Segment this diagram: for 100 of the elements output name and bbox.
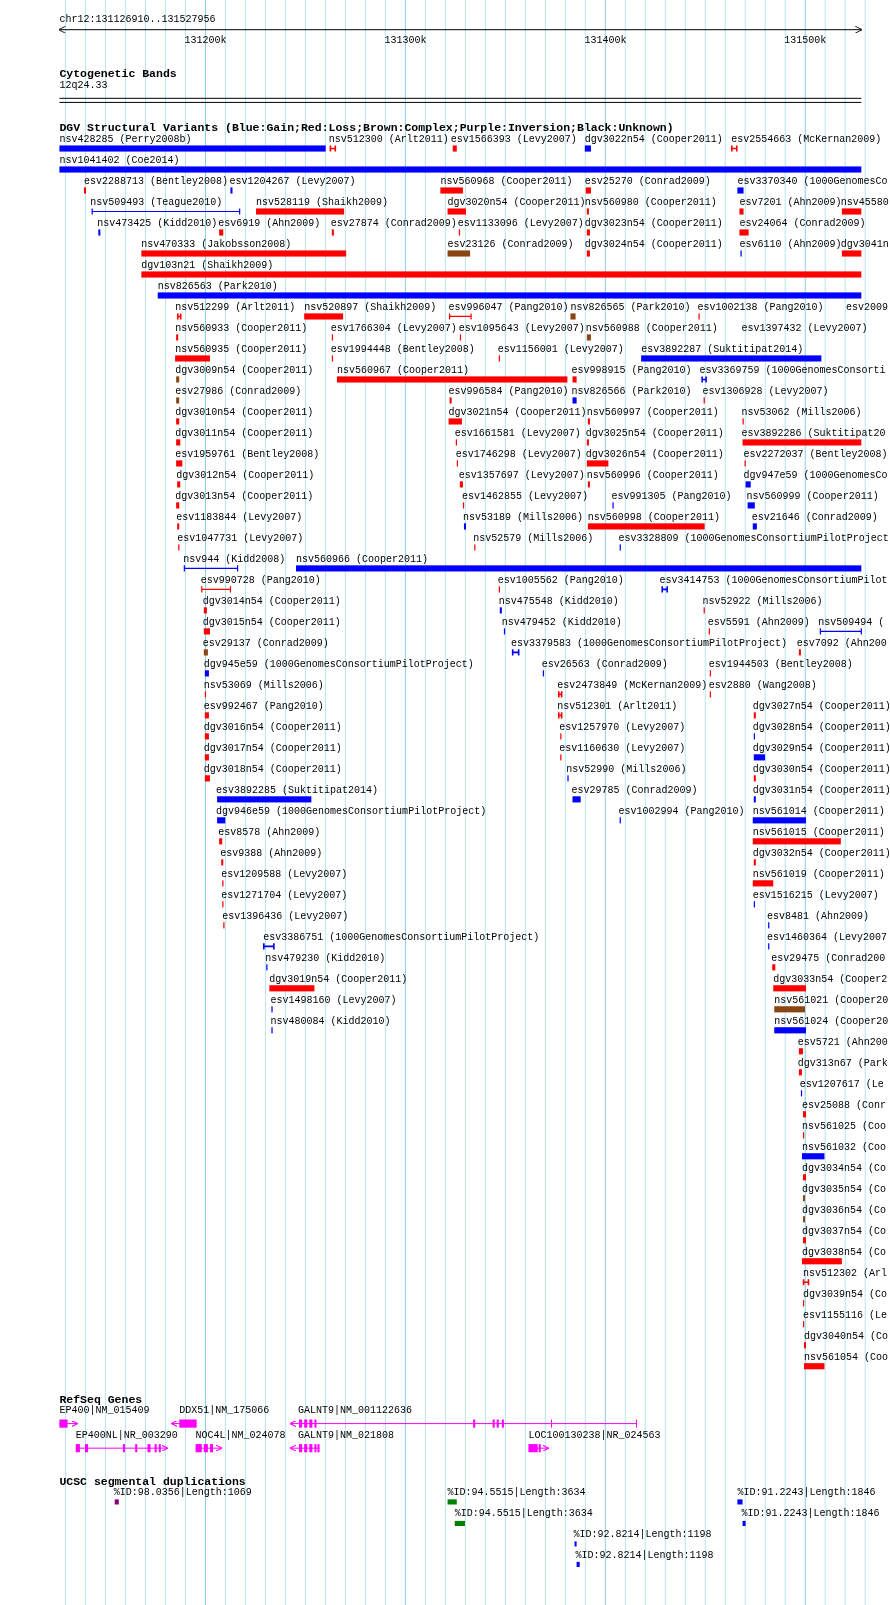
variant-label: esv1155116 (Le xyxy=(802,1309,887,1322)
variant-label: dgv3010n54 (Cooper2011) xyxy=(175,407,314,420)
variant-label: esv9388 (Ahn2009) xyxy=(220,848,323,860)
gene-label: LOC100130238|NR_024563 xyxy=(528,1429,661,1442)
variant-label: esv2880 (Wang2008) xyxy=(708,680,817,693)
axis-tick-label: 131300k xyxy=(384,34,427,47)
variant-label: nsv479230 (Kidd2010) xyxy=(265,953,386,965)
variant-label: dgv3015n54 (Cooper2011) xyxy=(202,617,341,630)
variant-label: esv1306928 (Levy2007) xyxy=(702,386,829,399)
variant-label: esv2272037 (Bentley2008) xyxy=(743,449,888,462)
variant-label: esv2554663 (McKernan2009) xyxy=(731,134,882,147)
variant-label: esv998915 (Pang2010) xyxy=(571,365,692,378)
variant-label: nsv826563 (Park2010) xyxy=(157,281,278,294)
variant-label: esv29475 (Conrad200 xyxy=(771,953,886,965)
duplication-label: %ID:92.8214|Length:1198 xyxy=(573,1529,712,1542)
variant-label: nsv512301 (Arlt2011) xyxy=(557,701,678,714)
variant-label: esv1095643 (Levy2007) xyxy=(458,323,585,336)
variant-label: nsv560999 (Cooper2011) xyxy=(746,491,879,504)
variant-label: esv1498160 (Levy2007) xyxy=(270,994,397,1007)
variant-label: esv1357697 (Levy2007) xyxy=(458,470,585,483)
variant-label: nsv561015 (Cooper2011) xyxy=(752,827,885,839)
variant-label: dgv3034n54 (Co xyxy=(801,1162,886,1175)
variant-label: nsv52922 (Mills2006) xyxy=(702,596,823,609)
variant-label: esv3892285 (Suktitipat2014) xyxy=(216,785,379,797)
variant-label: esv1002994 (Pang2010) xyxy=(618,806,745,818)
variant-label: esv996584 (Pang2010) xyxy=(448,386,569,399)
variant-label: esv1959761 (Bentley2008) xyxy=(175,449,320,462)
variant-label: dgv947e59 (1000GenomesCo xyxy=(743,470,888,483)
variant-label: esv3892286 (Suktitipat20 xyxy=(741,428,886,441)
variant-label: dgv3012n54 (Cooper2011) xyxy=(176,470,315,483)
variant-label: dgv946e59 (1000GenomesConsortiumPilotProject) xyxy=(216,806,487,818)
variant-label: nsv560988 (Cooper2011) xyxy=(585,323,718,336)
variant-label: esv26563 (Conrad2009) xyxy=(541,659,668,672)
variant-label: nsv512299 (Arlt2011) xyxy=(175,302,296,315)
variant-label: esv996047 (Pang2010) xyxy=(448,302,569,315)
variant-label: dgv945e59 (1000GenomesConsortiumPilotProject) xyxy=(203,659,474,672)
variant-label: nsv561024 (Cooper20 xyxy=(774,1015,889,1028)
variant-label: esv5721 (Ahn200 xyxy=(797,1036,888,1049)
variant-label: nsv944 (Kidd2008) xyxy=(183,554,286,567)
variant-label: nsv561032 (Coo xyxy=(801,1141,886,1154)
variant-label: dgv3039n54 (Co xyxy=(802,1288,887,1301)
variant-label: nsv560997 (Cooper2011) xyxy=(586,407,719,420)
variant-label: dgv3018n54 (Cooper2011) xyxy=(203,764,342,776)
variant-label: dgv313n67 (Park xyxy=(797,1057,888,1070)
variant-label: dgv3011n54 (Cooper2011) xyxy=(175,428,314,441)
variant-label: esv21646 (Conrad2009) xyxy=(751,512,878,525)
axis-tick-label: 131500k xyxy=(784,34,827,47)
variant-label: dgv3025n54 (Cooper2011) xyxy=(585,428,724,441)
variant-label: esv1944503 (Bentley2008) xyxy=(708,659,853,672)
variant-label: esv992467 (Pang2010) xyxy=(203,701,324,714)
variant-label: nsv428285 (Perry2008b) xyxy=(59,134,192,147)
variant-label: esv1460364 (Levy2007 xyxy=(767,932,888,944)
variant-label: esv1209588 (Levy2007) xyxy=(221,869,348,881)
variant-label: nsv480084 (Kidd2010) xyxy=(270,1015,391,1028)
variant-label: nsv512300 (Arlt2011) xyxy=(328,134,449,147)
variant-label: nsv561025 (Coo xyxy=(801,1120,886,1133)
variant-label: nsv473425 (Kidd2010) xyxy=(97,218,218,231)
gene-label: EP400NL|NR_003290 xyxy=(75,1429,178,1442)
duplication-label: %ID:92.8214|Length:1198 xyxy=(575,1549,714,1562)
variant-label: nsv520897 (Shaikh2009) xyxy=(304,302,437,315)
duplication-label: %ID:94.5515|Length:3634 xyxy=(447,1487,586,1500)
track-title: UCSC segmental duplications xyxy=(59,1474,246,1488)
variant-label: esv29785 (Conrad2009) xyxy=(571,785,698,797)
duplication-label: %ID:91.2243|Length:1846 xyxy=(737,1487,876,1500)
variant-label: nsv45580 xyxy=(840,197,889,210)
variant-label: dgv3026n54 (Cooper2011) xyxy=(585,449,724,462)
variant-label: esv25270 (Conrad2009) xyxy=(584,176,711,189)
variant-label: nsv1041402 (Coe2014) xyxy=(59,155,180,168)
variant-label: esv6919 (Ahn2009) xyxy=(218,218,321,231)
variant-label: esv27874 (Conrad2009) xyxy=(330,218,457,231)
gene-label: NOC4L|NM_024078 xyxy=(195,1429,286,1442)
variant-label: esv990728 (Pang2010) xyxy=(200,575,321,588)
variant-label: dgv3009n54 (Cooper2011) xyxy=(175,365,314,378)
variant-label: esv7092 (Ahn200 xyxy=(796,638,887,651)
variant-label: esv3370340 (1000GenomesCo xyxy=(737,176,888,189)
variant-label: nsv479452 (Kidd2010) xyxy=(501,617,622,630)
variant-label: dgv3030n54 (Cooper2011) xyxy=(752,764,890,776)
variant-label: esv29137 (Conrad2009) xyxy=(202,638,329,651)
variant-label: dgv3033n54 (Cooper2 xyxy=(773,973,888,986)
variant-label: nsv53069 (Mills2006) xyxy=(203,680,324,693)
variant-label: esv1396436 (Levy2007) xyxy=(222,911,349,923)
variant-label: nsv561054 (Coo xyxy=(803,1351,888,1364)
variant-label: nsv560980 (Cooper2011) xyxy=(584,197,717,210)
variant-label: esv2009 xyxy=(845,302,888,315)
variant-label: esv1005562 (Pang2010) xyxy=(497,575,624,588)
variant-label: nsv560998 (Cooper2011) xyxy=(587,512,720,525)
variant-label: dgv3013n54 (Cooper2011) xyxy=(175,491,314,504)
variant-label: nsv826566 (Park2010) xyxy=(571,386,692,399)
variant-label: nsv53189 (Mills2006) xyxy=(462,512,583,525)
variant-label: nsv53062 (Mills2006) xyxy=(741,407,862,420)
variant-label: dgv3016n54 (Cooper2011) xyxy=(203,722,342,735)
variant-label: esv1156001 (Levy2007) xyxy=(497,344,624,357)
variant-label: esv7201 (Ahn2009) xyxy=(739,197,842,210)
gene-label: GALNT9|NM_001122636 xyxy=(298,1405,413,1418)
variant-label: esv1746298 (Levy2007) xyxy=(455,449,582,462)
variant-label: esv1566393 (Levy2007) xyxy=(450,134,577,147)
variant-label: esv3386751 (1000GenomesConsortiumPilotProject) xyxy=(263,932,540,944)
variant-label: esv1766304 (Levy2007) xyxy=(330,323,457,336)
duplication-label: %ID:98.0356|Length:1069 xyxy=(113,1487,252,1500)
gene-label: EP400|NM_015409 xyxy=(59,1405,150,1418)
